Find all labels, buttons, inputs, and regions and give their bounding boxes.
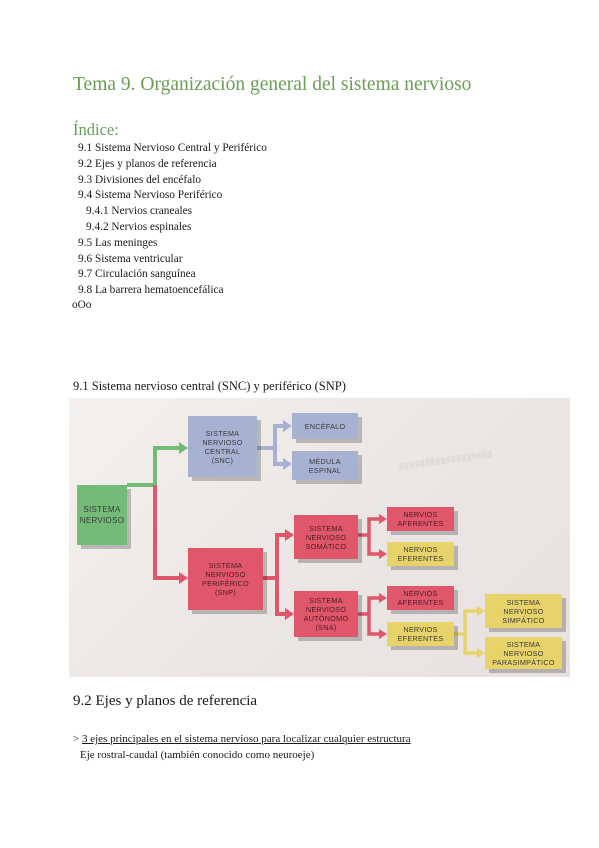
box-medula-espinal: MÉDULA ESPINAL [292, 451, 358, 480]
box-somatico: SISTEMA NERVIOSO SOMÁTICO [294, 515, 358, 559]
nervous-system-diagram: ▒▒▒▒▒▒▒▒▒▒▒▒▒▒▒▒▒▒ SISTEMA NERVIOSO [69, 398, 570, 677]
arrowhead [379, 593, 387, 603]
connector-root-snp [153, 485, 179, 580]
toc-item: 9.1 Sistema Nervioso Central y Periféric… [78, 142, 267, 154]
toc-item: 9.2 Ejes y planos de referencia [78, 157, 217, 170]
toc-item: 9.7 Circulación sanguínea [78, 268, 196, 281]
connector-snc-encefalo [257, 424, 283, 450]
box-autonomo-aferentes: NERVIOS AFERENTES [387, 586, 454, 610]
toc-subitem: 9.4.1 Nervios craneales [86, 205, 193, 218]
toc-item: 9.6 Sistema ventricular [78, 252, 183, 265]
arrowhead [285, 529, 294, 541]
index-heading: Índice: [73, 120, 119, 139]
document-title: Tema 9. Organización general del sistema… [73, 74, 472, 95]
connector-eferentes-parasimpatico [463, 634, 477, 655]
box-encefalo: ENCÉFALO [292, 413, 358, 439]
table-of-contents: 9.1 Sistema Nervioso Central y Periféric… [78, 141, 267, 299]
connector-snp-autonomo [275, 578, 285, 616]
arrowhead [283, 458, 292, 470]
connector-snp-somatico [263, 533, 285, 580]
bullet-line: > 3 ejes principales en el sistema nervi… [73, 733, 411, 745]
arrowhead [477, 648, 485, 658]
box-autonomo: SISTEMA NERVIOSO AUTÓNOMO (SNA) [294, 591, 358, 637]
box-simpatico: SISTEMA NERVIOSO SIMPÁTICO [485, 594, 562, 628]
toc-item: 9.8 La barrera hematoencefálica [78, 284, 224, 297]
box-snp: SISTEMA NERVIOSO PERIFÉRICO (SNP) [188, 548, 263, 610]
diagram-connectors [127, 420, 485, 658]
arrowhead [379, 629, 387, 639]
section-heading-ejes: 9.2 Ejes y planos de referencia [73, 693, 258, 709]
arrowhead [379, 549, 387, 559]
box-sistema-nervioso: SISTEMA NERVIOSO [77, 485, 127, 545]
arrowhead [179, 442, 188, 454]
box-autonomo-eferentes: NERVIOS EFERENTES [387, 622, 454, 646]
arrowhead [379, 514, 387, 524]
toc-item: 9.5 Las meninges [78, 236, 158, 249]
box-somatico-aferentes: NERVIOS AFERENTES [387, 507, 454, 531]
arrowhead [283, 420, 292, 432]
toc-subitem: 9.4.2 Nervios espinales [86, 220, 192, 233]
connector-autonomo-eferentes [367, 614, 379, 636]
arrowhead [477, 606, 485, 616]
connector-autonomo-aferentes [358, 596, 379, 616]
toc-item: 9.4 Sistema Nervioso Periférico [78, 189, 223, 202]
eje-rostral-caudal-line: Eje rostral-caudal (también conocido com… [80, 749, 315, 761]
connector-somatico-aferentes [358, 517, 379, 537]
box-somatico-eferentes: NERVIOS EFERENTES [387, 542, 454, 566]
connector-root-snc [127, 446, 179, 487]
box-parasimpatico: SISTEMA NERVIOSO PARASIMPÁTICO [485, 637, 562, 669]
section-end-mark: oOo [72, 299, 92, 311]
bullet-text: 3 ejes principales en el sistema nervios… [81, 733, 411, 745]
box-snc: SISTEMA NERVIOSO CENTRAL (SNC) [188, 416, 257, 477]
section-heading-snc: 9.1 Sistema nervioso central (SNC) y per… [73, 379, 346, 393]
connector-somatico-eferentes [367, 535, 379, 556]
arrowhead [285, 608, 294, 620]
toc-item: 9.3 Divisiones del encéfalo [78, 173, 201, 186]
bullet-marker: > [73, 733, 82, 745]
connector-snc-medula [273, 448, 283, 466]
connector-eferentes-simpatico [454, 609, 477, 636]
arrowhead [179, 572, 188, 584]
